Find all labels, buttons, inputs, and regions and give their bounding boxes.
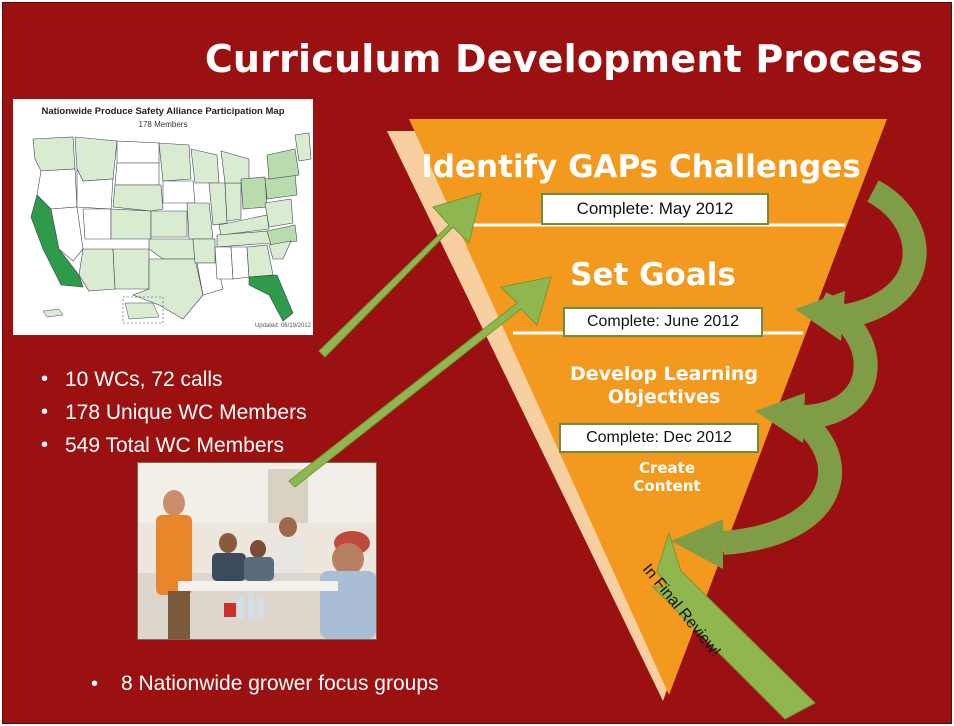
state-sc <box>268 240 292 260</box>
stage-2-label: Set Goals <box>570 257 736 293</box>
stage-3-label: Develop Learning Objectives <box>569 363 759 408</box>
stage-3-status-box: Complete: Dec 2012 <box>559 423 759 453</box>
curved-arrow-3-head <box>671 519 723 569</box>
bullet-dot-icon: • <box>41 368 49 390</box>
state-nc <box>266 224 298 246</box>
stage-1-label: Identify GAPs Challenges <box>421 149 861 185</box>
state-ne-states <box>294 132 312 162</box>
state-ky <box>218 214 270 236</box>
state-id-wy <box>76 168 114 210</box>
state-ak <box>124 302 160 320</box>
curved-arrow-1-shaft <box>838 180 927 329</box>
stage-2-status-box: Complete: June 2012 <box>563 307 763 337</box>
state-il <box>208 182 228 226</box>
us-map-graphic <box>30 132 312 324</box>
state-va <box>264 198 294 228</box>
state-ny <box>266 148 300 180</box>
green-arrow-final-review <box>651 531 816 720</box>
bullet-item: •10 WCs, 72 calls <box>41 363 307 396</box>
stage-4-label: Create Content <box>633 459 701 495</box>
state-tx <box>132 258 204 320</box>
state-az <box>78 248 116 292</box>
bullet-dot-icon: • <box>91 672 99 695</box>
map-subtitle: 178 Members <box>138 120 188 129</box>
stage-1-status-box: Complete: May 2012 <box>541 193 769 225</box>
bullet-dot-icon: • <box>41 401 49 423</box>
bullet-item: •178 Unique WC Members <box>41 396 307 429</box>
focus-group-photo <box>137 462 377 640</box>
curved-arrow-3-shaft <box>721 400 842 555</box>
map-updated: Updated: 06/19/2012 <box>254 323 311 329</box>
stats-bullet-list: •10 WCs, 72 calls •178 Unique WC Members… <box>41 363 307 462</box>
funnel-body <box>409 119 887 695</box>
state-fl <box>248 274 294 322</box>
curved-arrow-2-shaft <box>803 292 878 429</box>
green-arrow-to-stage-2 <box>288 276 552 488</box>
bullet-item: •549 Total WC Members <box>41 429 307 462</box>
bullet-dot-icon: • <box>41 434 49 456</box>
state-hi <box>42 308 64 318</box>
state-ne <box>112 184 164 212</box>
inset-alaska-box <box>122 296 164 324</box>
state-ks <box>150 210 188 238</box>
state-mn <box>158 142 192 182</box>
focus-group-bullet: • 8 Nationwide grower focus groups <box>91 672 439 695</box>
map-title: Nationwide Produce Safety Alliance Parti… <box>41 106 285 117</box>
slide-title: Curriculum Development Process <box>204 37 923 81</box>
green-arrow-to-stage-1 <box>318 192 482 358</box>
state-nv <box>50 206 84 262</box>
funnel-diagram <box>288 119 927 720</box>
participation-map: Nationwide Produce Safety Alliance Parti… <box>13 99 313 335</box>
